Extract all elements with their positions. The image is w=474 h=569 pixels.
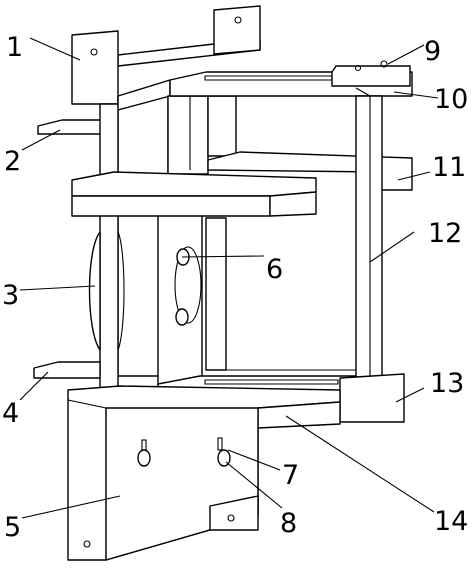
hook-bolt [137, 439, 151, 467]
label-5: 5 [4, 512, 21, 543]
lower-side-plate [33, 361, 101, 379]
upper-side-plate [37, 119, 103, 135]
label-9: 9 [424, 36, 441, 67]
label-11: 11 [432, 152, 466, 183]
oval-window [174, 246, 202, 324]
bolt-hole [90, 48, 98, 56]
right-base-block [339, 373, 405, 423]
upper-cross-plate [71, 171, 317, 217]
label-2: 2 [4, 146, 21, 177]
label-3: 3 [2, 280, 19, 311]
bolt-hole [227, 514, 235, 522]
lower-bracket [67, 385, 341, 561]
leader-lines [19, 37, 439, 519]
label-14: 14 [434, 506, 468, 537]
label-1: 1 [6, 32, 23, 63]
bolt-hole [83, 540, 91, 548]
top-handle-block [331, 60, 411, 87]
bolt-hole [234, 16, 242, 24]
hook-bolt [217, 437, 231, 467]
label-8: 8 [280, 508, 297, 539]
lower-pin [175, 308, 189, 326]
left-rod [99, 103, 119, 395]
label-12: 12 [428, 218, 462, 249]
inner-frame [205, 217, 356, 371]
lens-disc [88, 231, 125, 351]
label-13: 13 [430, 368, 464, 399]
front-board [157, 213, 203, 387]
label-4: 4 [2, 398, 19, 429]
reference-numerals: 1 2 3 4 5 6 7 8 9 10 11 12 13 14 [2, 32, 468, 543]
handle-knob [380, 60, 388, 68]
right-column [355, 87, 383, 393]
label-10: 10 [434, 84, 468, 115]
top-bracket [71, 5, 261, 105]
label-7: 7 [282, 460, 299, 491]
label-6: 6 [266, 254, 283, 285]
